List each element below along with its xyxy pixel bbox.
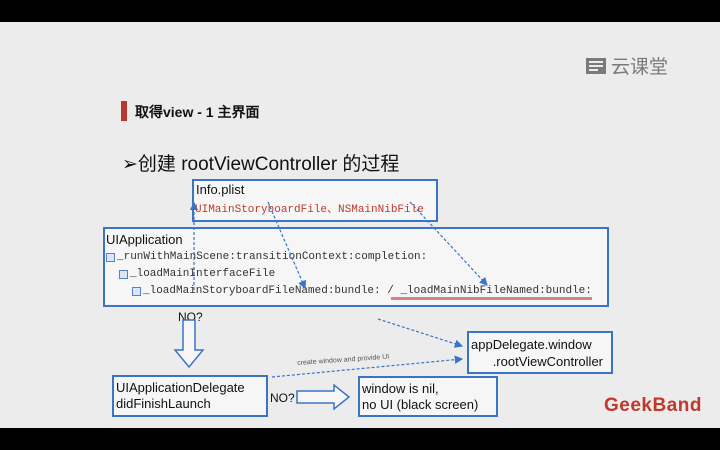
nil-line-2: no UI (black screen) xyxy=(362,397,479,412)
no-question-label-1: NO? xyxy=(178,310,203,324)
book-icon xyxy=(585,57,607,75)
arrow-to-rvc xyxy=(377,318,464,348)
collapse-square-icon xyxy=(106,252,115,262)
info-plist-title: Info.plist xyxy=(196,182,245,197)
hollow-down-arrow xyxy=(173,319,205,369)
rvc-line-1: appDelegate.window xyxy=(471,337,592,352)
slide-title: ➢创建 rootViewController 的过程 xyxy=(122,154,400,175)
collapse-square-icon xyxy=(132,286,141,296)
section-header: 取得view - 1 主界面 xyxy=(135,104,260,120)
geekband-logo: GeekBand xyxy=(604,395,702,416)
header-accent-bar xyxy=(121,101,127,121)
info-plist-keys: UIMainStoryboardFile、NSMainNibFile xyxy=(195,204,424,216)
collapse-square-icon xyxy=(119,269,128,279)
hollow-right-arrow xyxy=(296,383,351,411)
uiapplication-title: UIApplication xyxy=(106,232,183,247)
arrow-caption: create window and provide UI xyxy=(297,353,390,367)
app-delegate-box: UIApplicationDelegate didFinishLaunch xyxy=(112,375,268,417)
uiapplication-box: UIApplication _runWithMainScene:transiti… xyxy=(103,227,609,307)
logo-text: 云课堂 xyxy=(611,56,669,78)
delegate-line-1: UIApplicationDelegate xyxy=(116,380,245,395)
rvc-line-2: .rootViewController xyxy=(492,354,603,369)
call-stack-line-2: _loadMainInterfaceFile xyxy=(119,268,275,280)
root-view-controller-box: appDelegate.window .rootViewController xyxy=(467,331,613,374)
call-stack-line-3: _loadMainStoryboardFileNamed:bundle: / _… xyxy=(132,285,592,297)
cloud-classroom-logo: 云课堂 xyxy=(585,52,668,79)
window-nil-box: window is nil, no UI (black screen) xyxy=(358,376,498,417)
call-stack-line-1: _runWithMainScene:transitionContext:comp… xyxy=(106,251,427,263)
delegate-line-2: didFinishLaunch xyxy=(116,396,211,411)
nib-method-underline xyxy=(391,297,592,300)
slide: 云课堂 取得view - 1 主界面 ➢创建 rootViewControlle… xyxy=(0,22,720,428)
nil-line-1: window is nil, xyxy=(362,381,439,396)
no-question-label-2: NO? xyxy=(270,391,295,405)
info-plist-box: Info.plist UIMainStoryboardFile、NSMainNi… xyxy=(192,179,438,222)
